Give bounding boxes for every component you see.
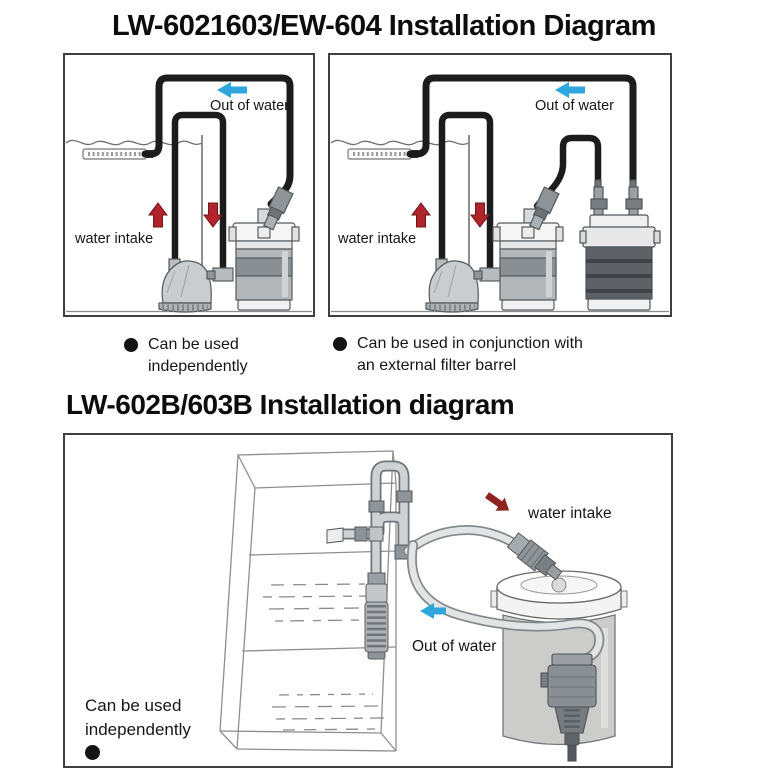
canister-pump-unit bbox=[540, 653, 597, 762]
canister-inlet-connector bbox=[506, 532, 563, 581]
intake-tube bbox=[438, 111, 494, 279]
diagram-independent-use: Out of water water intake bbox=[63, 53, 315, 317]
water-surface-line bbox=[65, 139, 203, 146]
intake-strainer bbox=[364, 583, 389, 660]
canister-inlet-connector bbox=[263, 186, 294, 231]
external-filter-barrel bbox=[579, 179, 661, 311]
water-down-arrow-icon bbox=[203, 202, 223, 228]
caption-line: Can be used in conjunction with bbox=[357, 335, 583, 352]
caption-independent: Can be used independently bbox=[124, 334, 248, 378]
out-of-water-label: Out of water bbox=[412, 638, 496, 655]
diagram-602b-603b: water intake Out of water bbox=[63, 433, 673, 768]
panel-independent-use: Out of water water intake bbox=[63, 53, 315, 317]
caption-line: independently bbox=[148, 358, 248, 375]
out-of-water-arrow-icon bbox=[420, 603, 446, 619]
caption-line: Can be used bbox=[85, 696, 182, 715]
water-up-arrow-icon bbox=[148, 202, 168, 228]
water-down-arrow-icon bbox=[470, 202, 490, 228]
water-surface-line bbox=[330, 139, 470, 146]
water-intake-label: water intake bbox=[74, 231, 153, 247]
panel-with-external-barrel: Out of water water intake bbox=[328, 53, 672, 317]
bullet-icon bbox=[124, 338, 138, 352]
outlet-tube bbox=[406, 74, 637, 198]
barrel-inlet-fitting bbox=[590, 179, 608, 218]
out-of-water-label: Out of water bbox=[535, 98, 614, 114]
intake-pipe-assembly bbox=[326, 460, 414, 660]
bottom-section-title: LW-602B/603B Installation diagram bbox=[66, 389, 515, 420]
bullet-icon bbox=[85, 745, 100, 760]
spout-nozzle bbox=[326, 527, 344, 544]
submersible-pump bbox=[158, 258, 212, 313]
water-intake-label: water intake bbox=[527, 505, 612, 522]
caption-independent-bottom: Can be used independently bbox=[85, 694, 191, 742]
diagram-with-external-barrel: Out of water water intake bbox=[328, 53, 672, 317]
water-up-arrow-icon bbox=[411, 202, 431, 228]
canister-inlet-connector bbox=[529, 186, 560, 231]
panel-602b-603b: water intake Out of water bbox=[63, 433, 673, 768]
top-section-title: LW-6021603/EW-604 Installation Diagram bbox=[112, 10, 656, 42]
water-intake-arrow-icon bbox=[484, 492, 510, 511]
intake-hose bbox=[404, 526, 520, 555]
barrel-link-tube bbox=[533, 134, 602, 210]
outlet-tube bbox=[141, 74, 294, 208]
out-of-water-arrow-icon bbox=[555, 82, 585, 98]
outflow-hose bbox=[408, 541, 603, 664]
bullet-icon bbox=[333, 337, 347, 351]
out-of-water-label: Out of water bbox=[210, 98, 289, 114]
barrel-outlet-fitting bbox=[625, 179, 643, 218]
caption-line: an external filter barrel bbox=[357, 357, 517, 374]
intake-tube bbox=[171, 111, 227, 279]
caption-line: Can be used bbox=[148, 336, 239, 353]
caption-line: independently bbox=[85, 720, 191, 739]
water-intake-label: water intake bbox=[337, 231, 416, 247]
out-of-water-arrow-icon bbox=[217, 82, 247, 98]
canister-filter bbox=[473, 186, 564, 311]
submersible-pump bbox=[425, 258, 479, 313]
caption-external-barrel: Can be used in conjunction with an exter… bbox=[333, 333, 583, 377]
canister-filter bbox=[206, 186, 300, 311]
water-level-dashes bbox=[262, 583, 385, 731]
